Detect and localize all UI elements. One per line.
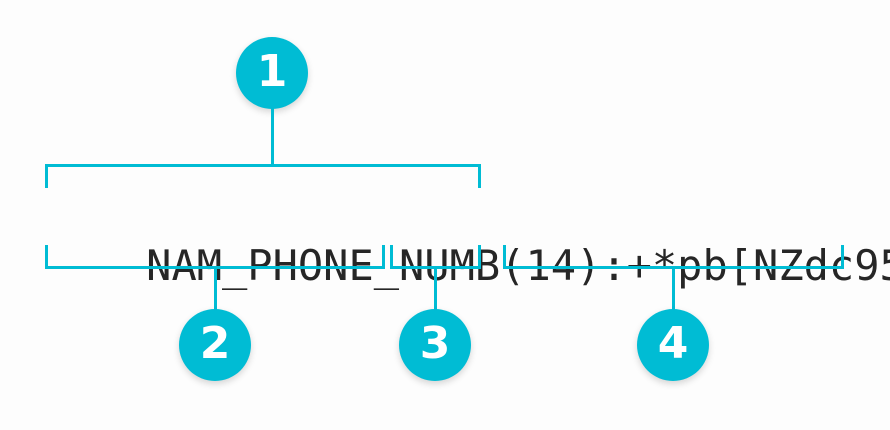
callout-badge-4[interactable]: 4 xyxy=(637,309,709,381)
callout-3-stem xyxy=(434,269,437,310)
callout-3-bracket xyxy=(390,245,481,269)
callout-badge-1-label: 1 xyxy=(256,46,288,97)
annotated-string: NAM_PHONE_NUMB(14):+*pb[NZdc95tLB xyxy=(45,188,890,290)
callout-4-stem xyxy=(672,269,675,310)
callout-badge-3-label: 3 xyxy=(419,318,451,369)
callout-4-bracket xyxy=(503,245,844,269)
callout-2-bracket xyxy=(45,245,385,269)
string-segment-field-name: NAM_PHONE_NUMB xyxy=(146,241,501,290)
callout-badge-2-label: 2 xyxy=(199,318,231,369)
callout-2-stem xyxy=(214,269,217,310)
callout-badge-3[interactable]: 3 xyxy=(399,309,471,381)
callout-1-stem xyxy=(271,108,274,166)
callout-1-bracket xyxy=(45,164,481,188)
string-segment-length: (14) xyxy=(500,241,602,290)
callout-badge-1[interactable]: 1 xyxy=(236,37,308,109)
callout-badge-4-label: 4 xyxy=(657,318,689,369)
callout-badge-2[interactable]: 2 xyxy=(179,309,251,381)
